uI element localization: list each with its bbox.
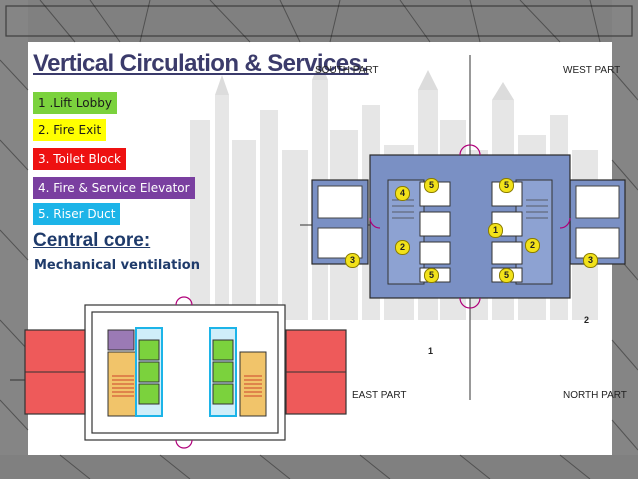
badge-4: 4 [395,186,410,201]
legend-riser-duct: 5. Riser Duct [33,203,121,225]
legend-fire-service-elevator: 4. Fire & Service Elevator [33,177,195,199]
south-part-label: SOUTH PART [315,65,379,76]
badge-3-right: 3 [583,253,598,268]
east-part-label: EAST PART [352,390,407,401]
badge-2-left: 2 [395,240,410,255]
badge-5-bottom-right: 5 [499,268,514,283]
zone-number-2: 2 [584,315,590,325]
badge-3-left: 3 [345,253,360,268]
badge-1: 1 [488,223,503,238]
north-part-label: NORTH PART [563,390,627,401]
badge-5-top-right: 5 [499,178,514,193]
central-core-subtext: Mechanical ventilation [34,258,200,273]
legend-toilet-block: 3. Toilet Block [33,148,126,170]
zone-number-1: 1 [428,346,434,356]
central-core-heading: Central core: [33,230,151,251]
legend-fire-exit: 2. Fire Exit [33,119,107,141]
page-title: Vertical Circulation & Services: [33,50,369,77]
badge-5-top-left: 5 [424,178,439,193]
badge-2-right: 2 [525,238,540,253]
badge-5-bottom-left: 5 [424,268,439,283]
legend-lift-lobby: 1 .Lift Lobby [33,92,117,114]
west-part-label: WEST PART [563,65,621,76]
